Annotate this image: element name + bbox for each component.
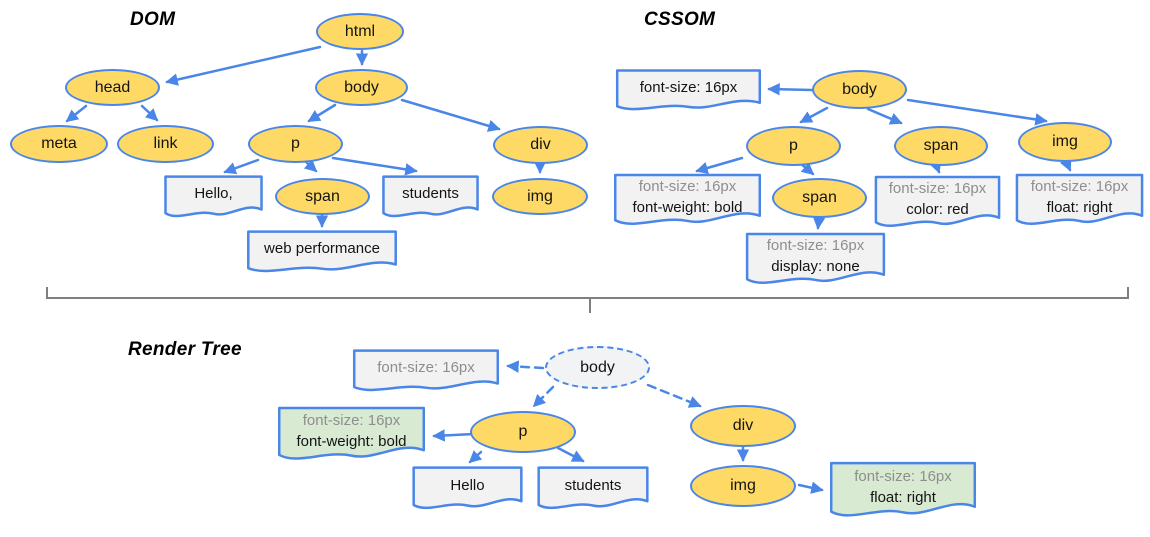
render-node-p: p [470, 411, 576, 453]
cssom-stylebox-img: font-size: 16px float: right [1015, 173, 1144, 230]
style-property-line: font-size: 16px [377, 359, 475, 376]
style-property-line: display: none [771, 258, 860, 275]
dom-node-span: span [275, 178, 370, 215]
style-property-line: font-size: 16px [854, 468, 952, 485]
render-stylebox-img: font-size: 16px float: right [829, 461, 977, 522]
render-tree-arrows [432, 429, 824, 494]
dom-node-div: div [493, 126, 588, 164]
style-property-line: font-size: 16px [1030, 178, 1129, 195]
cssom-node-p-span: span [772, 178, 867, 218]
cssom-stylebox-p: font-size: 16px font-weight: bold [613, 173, 762, 230]
dom-textbox-students: students [382, 175, 479, 221]
cssom-node-img: img [1018, 122, 1112, 162]
text-node-label: students [564, 476, 622, 494]
dom-textbox-hello: Hello, [164, 175, 263, 221]
render-node-div: div [690, 405, 796, 447]
style-property-line: float: right [1046, 199, 1113, 216]
style-property-line: font-size: 16px [639, 78, 738, 96]
text-node-label: students [402, 185, 459, 202]
dom-tree-arrows [65, 45, 547, 228]
cssom-tree-arrows [695, 83, 1072, 230]
style-property-line: font-weight: bold [296, 433, 407, 450]
render-textbox-students: students [537, 466, 649, 513]
style-property-line: color: red [906, 201, 969, 218]
cssom-stylebox-body: font-size: 16px [615, 69, 762, 114]
dom-node-meta: meta [10, 125, 108, 163]
cssom-node-body: body [812, 70, 907, 109]
render-tree-dashed-arrows [506, 360, 702, 408]
text-node-label: Hello [450, 476, 485, 494]
dom-node-head: head [65, 69, 160, 106]
cssom-stylebox-span: font-size: 16px color: red [874, 175, 1001, 232]
cssom-node-p: p [746, 126, 841, 166]
render-stylebox-body: font-size: 16px [352, 349, 500, 395]
dom-node-img: img [492, 178, 588, 215]
render-tree-title: Render Tree [128, 339, 242, 360]
text-node-label: web performance [264, 240, 380, 257]
dom-title: DOM [130, 9, 176, 30]
style-property-line: float: right [870, 489, 936, 506]
render-stylebox-p: font-size: 16px font-weight: bold [277, 406, 426, 465]
style-property-line: font-size: 16px [302, 412, 401, 429]
cssom-node-span: span [894, 126, 988, 166]
dom-node-link: link [117, 125, 214, 163]
text-node-label: Hello, [194, 185, 233, 202]
cssom-stylebox-p-span: font-size: 16px display: none [745, 232, 886, 289]
style-property-line: font-weight: bold [632, 199, 743, 216]
render-node-body: body [545, 346, 650, 389]
style-property-line: font-size: 16px [638, 178, 737, 195]
render-node-img: img [690, 465, 796, 507]
dom-node-p: p [248, 125, 343, 163]
render-textbox-hello: Hello [412, 466, 523, 513]
style-property-line: font-size: 16px [888, 180, 987, 197]
dom-textbox-web-performance: web performance [246, 230, 398, 276]
combine-brace [46, 287, 1129, 313]
dom-node-html: html [316, 13, 404, 50]
dom-node-body: body [315, 69, 408, 106]
style-property-line: font-size: 16px [766, 237, 865, 254]
cssom-title: CSSOM [644, 9, 716, 30]
